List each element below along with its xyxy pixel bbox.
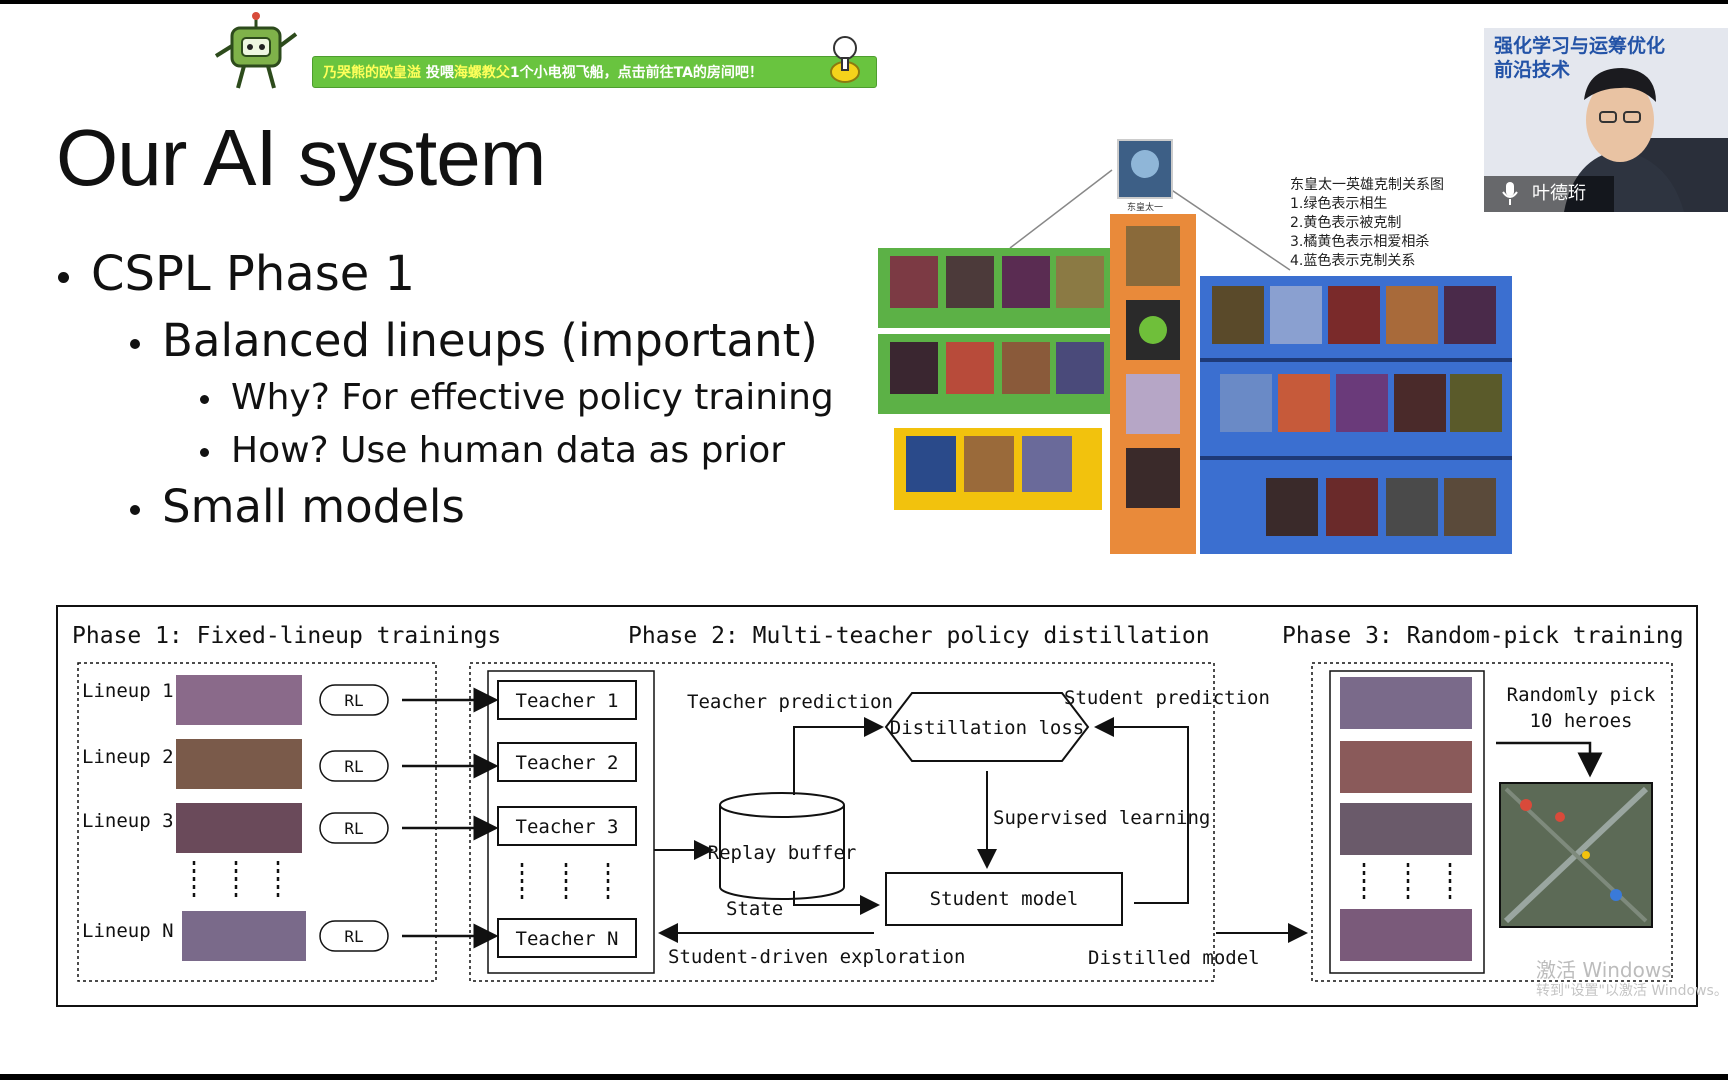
distillation-loss-box [884,692,1090,762]
teacher-group [487,670,655,974]
bullet-l2-a: Balanced lineups (important) [130,314,818,367]
legend-item: 2.黄色表示被克制 [1290,215,1402,231]
rl-label: RL [344,691,363,710]
hero-counter-figure: 东皇太一 [878,139,1512,554]
hero-legend: 东皇太一英雄克制关系图 1.绿色表示相生 2.黄色表示被克制 3.橘黄色表示相爱… [1290,176,1444,271]
bottom-letterbox [0,1074,1728,1080]
state-label: State [726,898,783,920]
top-hero-label: 东皇太一 [1127,201,1163,213]
phase3-box [1311,662,1673,982]
bullet-text: Balanced lineups (important) [162,314,818,367]
slide-title: Our AI system [56,113,546,202]
bullet-text: How? Use human data as prior [231,430,786,471]
bullet-text: CSPL Phase 1 [91,246,416,302]
robot-mascot-icon [214,12,298,89]
lineup-label: Lineup N [82,920,174,942]
teacher-box [497,806,637,846]
rl-label: RL [344,757,363,776]
bullet-text: Small models [162,480,465,533]
legend-item: 3.橘黄色表示相爱相杀 [1290,234,1430,250]
replay-buffer-cylinder [719,792,845,900]
legend-item: 4.蓝色表示克制关系 [1290,253,1416,269]
speaker-name-tag: 叶德珩 [1484,176,1614,212]
random-pick-portraits [1329,670,1485,974]
training-pipeline-diagram: Phase 1: Fixed-lineup trainings Phase 2:… [56,605,1698,1007]
bullet-l1-a: CSPL Phase 1 [58,246,415,302]
legend-title: 东皇太一英雄克制关系图 [1290,177,1444,193]
teacher-label: Teacher 2 [516,752,619,774]
teacher-prediction-label: Teacher prediction [687,691,893,713]
notice-user: 乃哭熊的欧皇溢 [323,65,421,81]
student-model-label: Student model [930,888,1079,910]
student-model-box [885,872,1123,926]
top-letterbox [0,0,1728,4]
teacher-label: Teacher 1 [516,690,619,712]
rl-label: RL [344,819,363,838]
top-hero-portrait [1117,139,1173,199]
teacher-box [497,918,637,958]
microphone-icon [1502,182,1518,205]
lineup-label: Lineup 3 [82,810,174,832]
phase3-title: Phase 3: Random-pick training [1282,623,1684,649]
mascot-icon [830,36,860,83]
bullet-dot [200,447,209,457]
activation-watermark-subtitle: 转到"设置"以激活 Windows。 [1536,983,1728,999]
connector-line [1009,169,1113,249]
bullet-l2-b: Small models [130,480,465,533]
bullet-dot [200,394,209,404]
bullet-dot [130,339,140,349]
teacher-label: Teacher 3 [516,816,619,838]
legend-item: 1.绿色表示相生 [1290,196,1388,212]
rl-pill [319,684,389,716]
phase1-title: Phase 1: Fixed-lineup trainings [72,623,501,649]
activation-watermark-title: 激活 Windows [1536,958,1672,982]
student-exploration-label: Student-driven exploration [668,946,965,968]
rl-pill [319,812,389,844]
replay-buffer-label: Replay buffer [708,842,857,864]
teacher-box [497,680,637,720]
lineup-label: Lineup 1 [82,680,174,702]
bullet-l3-b: How? Use human data as prior [200,430,785,471]
ten-heroes-label: 10 heroes [1530,710,1633,732]
webcam-feed: 强化学习与运筹优化 前沿技术 叶德珩 [1484,28,1728,212]
distilled-model-label: Distilled model [1088,947,1260,969]
rl-pill [319,750,389,782]
student-prediction-label: Student prediction [1064,687,1270,709]
notice-rest: 1个小电视飞船，点击前往TA的房间吧！ [509,65,763,81]
lineup-label: Lineup 2 [82,746,174,768]
webcam-title-line2: 前沿技术 [1494,59,1571,81]
distillation-loss-label: Distillation loss [890,717,1084,739]
rl-label: RL [344,927,363,946]
game-minimap [1499,782,1653,928]
random-pick-label: Randomly pick [1507,684,1656,706]
webcam-title-line1: 强化学习与运筹优化 [1494,35,1666,57]
rl-pill [319,920,389,952]
bullet-dot [130,505,140,515]
notice-mid: 投喂 [425,65,454,81]
teacher-label: Teacher N [516,928,619,950]
phase2-box [469,662,1215,982]
bullet-dot [58,271,69,283]
random-lineups [1340,677,1472,961]
phase1-box [77,662,437,982]
webcam-course-title: 强化学习与运筹优化 前沿技术 [1494,34,1665,82]
speaker-name: 叶德珩 [1532,183,1586,204]
notice-user2: 海螺教父 [453,65,510,81]
phase2-title: Phase 2: Multi-teacher policy distillati… [628,623,1210,649]
gift-notice-banner[interactable]: 乃哭熊的欧皇溢 投喂海螺教父1个小电视飞船，点击前往TA的房间吧！ [312,56,877,88]
bullet-l3-a: Why? For effective policy training [200,377,834,418]
supervised-learning-label: Supervised learning [993,807,1210,829]
lineup-portraits [176,675,306,961]
bullet-text: Why? For effective policy training [231,377,834,418]
teacher-box [497,742,637,782]
